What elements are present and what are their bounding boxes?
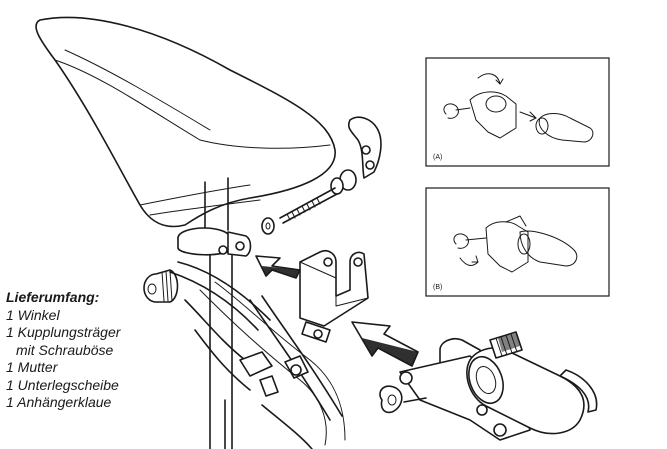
parts-list: Lieferumfang: 1 Winkel 1 Kupplungsträger… — [6, 289, 120, 412]
parts-list-item: 1 Mutter — [6, 359, 58, 375]
parts-list-item: 1 Anhängerklaue — [6, 394, 112, 410]
bicycle-frame — [169, 261, 346, 449]
panel-b-label: (B) — [433, 284, 442, 291]
detail-panel-b: (B) — [425, 187, 610, 297]
panel-a-label: (A) — [433, 154, 442, 161]
arrow-to-clamp — [255, 255, 301, 279]
eye-bolt — [379, 385, 403, 414]
knurled-nut — [143, 269, 179, 303]
quick-release-bolt — [261, 116, 382, 235]
parts-list-item: 1 Unterlegscheibe — [6, 376, 119, 393]
parts-list-item: 1 Kupplungsträger — [6, 324, 121, 340]
arrow-to-bracket — [351, 321, 419, 367]
angle-bracket — [299, 249, 369, 343]
seat-post — [204, 177, 233, 449]
trailer-claw — [466, 331, 598, 435]
bicycle-saddle — [35, 16, 336, 228]
detail-panel-a: (A) — [425, 57, 610, 167]
seat-clamp — [177, 227, 252, 257]
parts-list-item: mit Schrauböse — [16, 341, 114, 358]
parts-list-item: 1 Winkel — [6, 306, 60, 323]
parts-list-title: Lieferumfang: — [6, 289, 100, 305]
bolt-thread — [286, 197, 321, 221]
washer — [261, 217, 275, 235]
